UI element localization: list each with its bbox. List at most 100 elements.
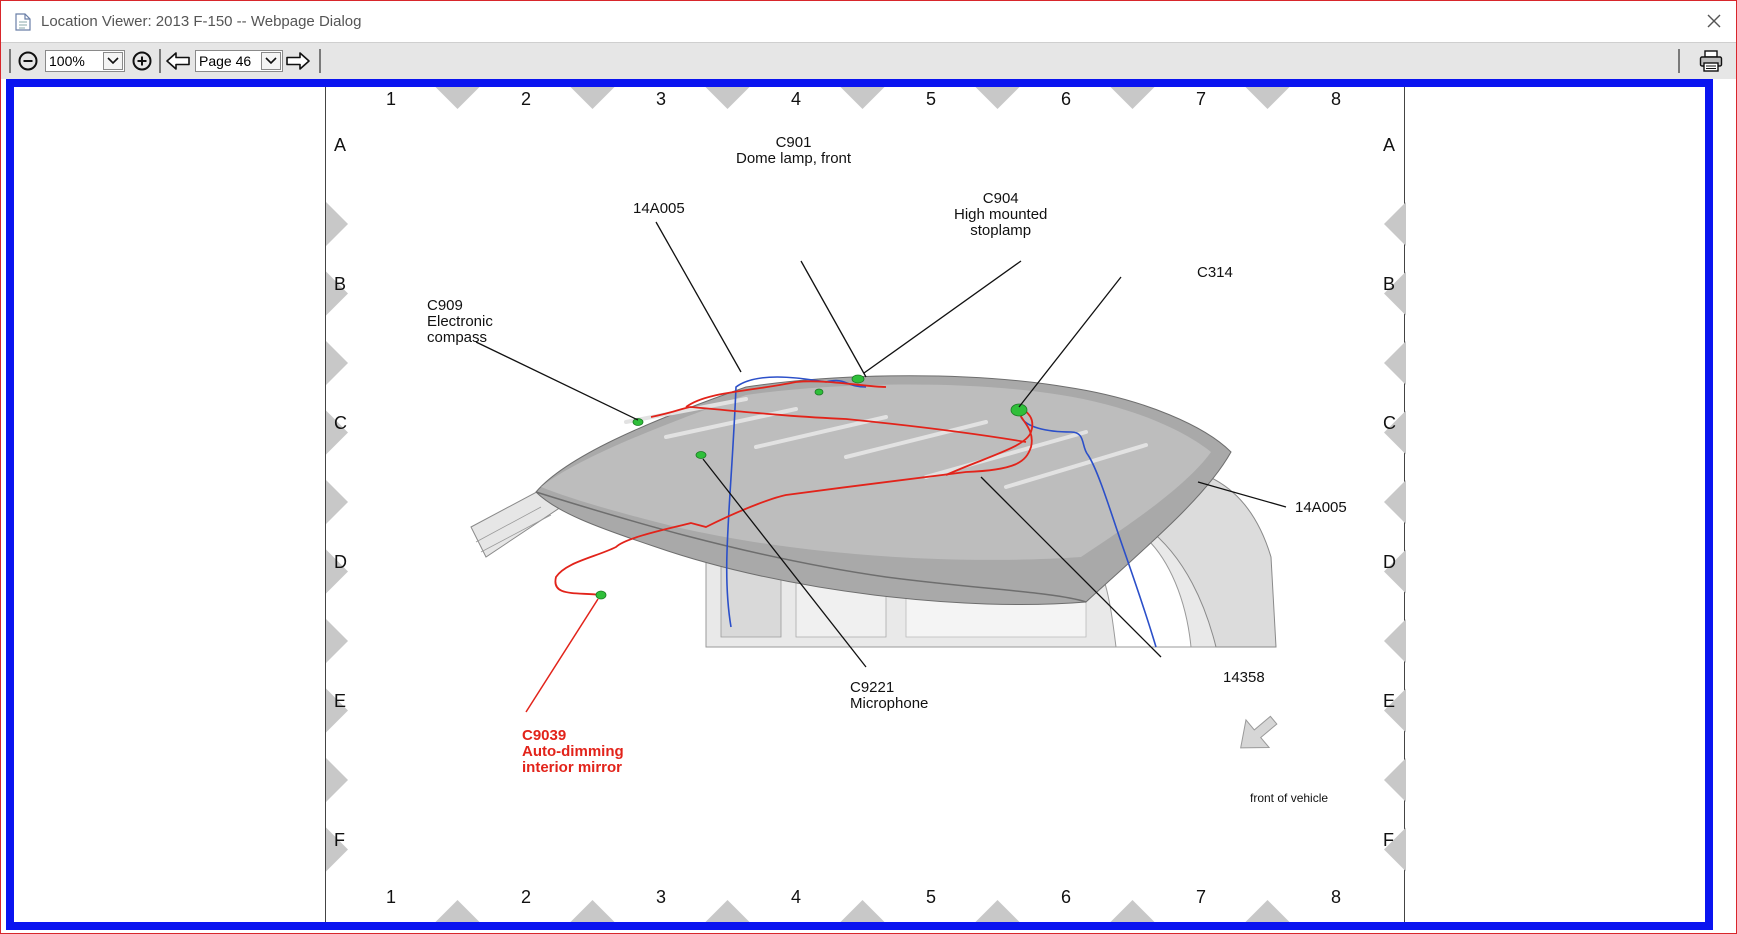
callout-c904: C904 High mounted stoplamp <box>954 190 1048 239</box>
grid-marker <box>975 900 1020 922</box>
callout-14a005-right: 14A005 <box>1295 499 1347 516</box>
zoom-out-button[interactable] <box>15 48 41 74</box>
grid-row-E-left: E <box>334 691 347 711</box>
zoom-value: 100% <box>49 53 85 69</box>
zoom-out-icon <box>18 51 38 71</box>
grid-column-4-top: 4 <box>791 89 802 109</box>
grid-marker <box>326 410 348 455</box>
vehicle-roof-illustration <box>470 375 1277 648</box>
zoom-select[interactable]: 100% <box>45 50 125 72</box>
previous-page-button[interactable] <box>165 48 191 74</box>
grid-column-8-top: 8 <box>1331 89 1342 109</box>
toolbar-separator <box>9 49 11 73</box>
grid-marker <box>975 87 1020 109</box>
red-wire-14358 <box>554 380 1033 596</box>
document-icon <box>15 12 31 31</box>
page-select[interactable]: Page 46 <box>195 50 283 72</box>
grid-row-B-left: B <box>334 274 347 294</box>
grid-marker <box>1384 549 1406 594</box>
front-of-vehicle-arrow <box>1240 715 1278 749</box>
grid-marker <box>326 619 348 663</box>
bottom-resize-handle[interactable] <box>852 921 882 930</box>
top-resize-handle[interactable] <box>852 79 882 88</box>
zoom-in-button[interactable] <box>129 48 155 74</box>
grid-marker <box>1384 202 1406 246</box>
grid-column-6-top: 6 <box>1061 89 1072 109</box>
grid-column-3-top: 3 <box>656 89 667 109</box>
grid-marker <box>840 900 885 922</box>
title-bar: Location Viewer: 2013 F-150 -- Webpage D… <box>1 1 1736 42</box>
arrow-left-icon <box>166 52 190 70</box>
grid-row-A-right: A <box>1383 135 1396 155</box>
grid-column-5-top: 5 <box>926 89 937 109</box>
front-of-vehicle-label: front of vehicle <box>1250 791 1329 805</box>
grid-column-7-top: 7 <box>1196 89 1207 109</box>
left-resize-handle[interactable] <box>6 492 15 522</box>
grid-marker <box>570 900 615 922</box>
grid-row-E-right: E <box>1383 691 1396 711</box>
printer-icon <box>1699 50 1723 72</box>
grid-marker <box>1384 271 1406 316</box>
grid-column-7-bottom: 7 <box>1196 887 1207 907</box>
toolbar: 100% Page 46 <box>1 42 1736 79</box>
grid-row-D-left: D <box>334 552 347 572</box>
callout-c314: C314 <box>1197 264 1233 281</box>
grid-marker <box>326 480 348 524</box>
window-right-margin <box>1713 79 1736 930</box>
grid-marker <box>1110 87 1155 109</box>
close-icon <box>1707 14 1721 28</box>
grid-row-C-left: C <box>334 413 347 433</box>
mirror-leader-line <box>525 598 599 713</box>
page-value: Page 46 <box>199 53 252 69</box>
zoom-dropdown-button[interactable] <box>103 52 123 70</box>
grid-column-3-bottom: 3 <box>656 887 667 907</box>
page-dropdown-button[interactable] <box>261 52 281 70</box>
next-page-button[interactable] <box>285 48 311 74</box>
grid-marker <box>705 900 750 922</box>
grid-marker <box>435 900 480 922</box>
grid-row-C-right: C <box>1383 413 1396 433</box>
grid-marker <box>326 758 348 802</box>
callout-c9221: C9221 Microphone <box>850 679 929 712</box>
toolbar-separator <box>1678 49 1680 73</box>
grid-marker <box>326 688 348 733</box>
grid-marker <box>570 87 615 109</box>
chevron-down-icon <box>107 57 119 65</box>
grid-column-2-top: 2 <box>521 89 532 109</box>
grid-marker <box>1384 619 1406 663</box>
grid-column-2-bottom: 2 <box>521 887 532 907</box>
grid-marker <box>326 549 348 594</box>
window-title: Location Viewer: 2013 F-150 -- Webpage D… <box>41 13 362 30</box>
grid-column-1-top: 1 <box>386 89 397 109</box>
blue-wire-14a005 <box>725 376 1157 648</box>
grid-marker <box>326 202 348 246</box>
grid-marker <box>1110 900 1155 922</box>
grid-row-D-right: D <box>1383 552 1396 572</box>
grid-marker <box>435 87 480 109</box>
print-button[interactable] <box>1698 48 1724 74</box>
grid-marker <box>705 87 750 109</box>
toolbar-separator <box>319 49 321 73</box>
connectors <box>595 374 1028 600</box>
wiring-location-diagram <box>326 87 1406 922</box>
grid-marker <box>326 827 348 872</box>
arrow-right-icon <box>286 52 310 70</box>
grid-marker <box>1245 900 1290 922</box>
grid-column-8-bottom: 8 <box>1331 887 1342 907</box>
grid-column-4-bottom: 4 <box>791 887 802 907</box>
close-button[interactable] <box>1702 9 1726 33</box>
grid-row-B-right: B <box>1383 274 1396 294</box>
grid-marker <box>326 271 348 316</box>
toolbar-separator <box>159 49 161 73</box>
grid-marker <box>1384 480 1406 524</box>
grid-marker <box>1384 410 1406 455</box>
grid-marker <box>1245 87 1290 109</box>
grid-column-6-bottom: 6 <box>1061 887 1072 907</box>
grid-marker <box>840 87 885 109</box>
grid-marker <box>1384 688 1406 733</box>
callout-c909: C909 Electronic compass <box>427 297 493 346</box>
callout-c901: C901 Dome lamp, front <box>736 134 852 167</box>
